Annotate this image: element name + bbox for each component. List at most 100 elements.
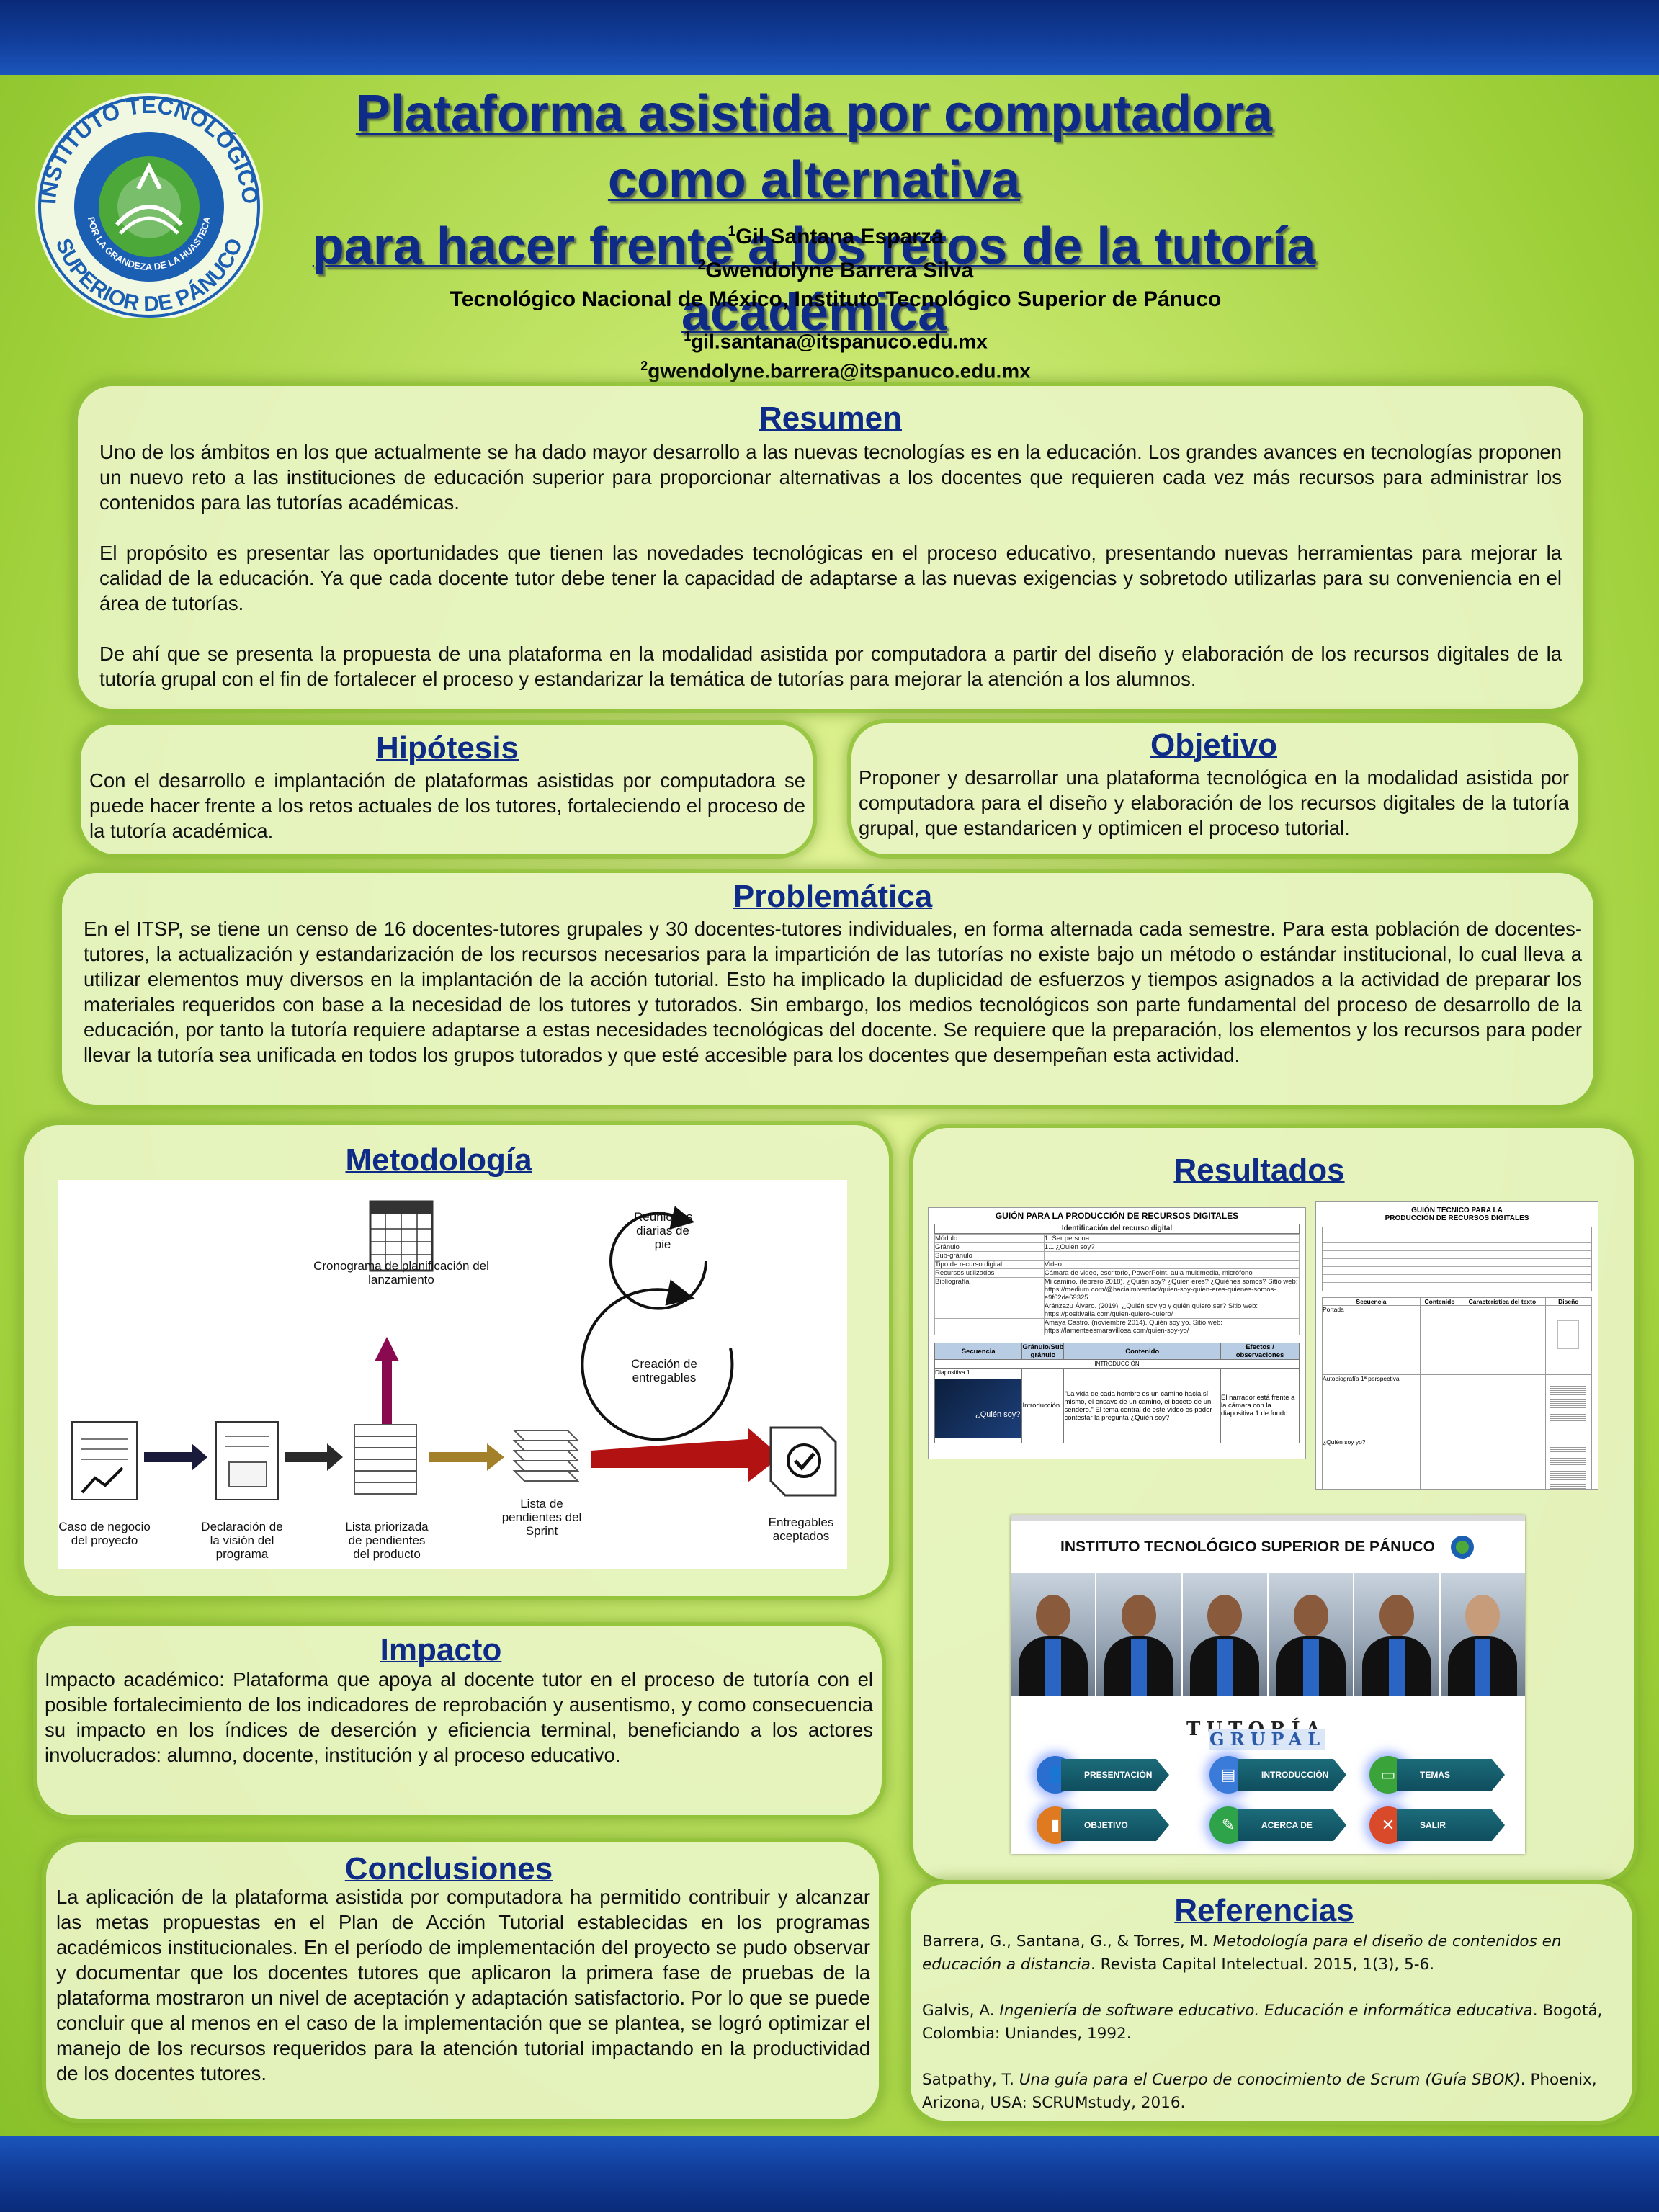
impacto-heading: Impacto: [380, 1632, 502, 1667]
hipotesis-heading: Hipótesis: [375, 730, 519, 766]
doc1-row: Amaya Castro. (noviembre 2014). Quién so…: [934, 1318, 1300, 1335]
problematica-panel: Problemática En el ITSP, se tiene un cen…: [62, 873, 1593, 1105]
title-line-1: Plataforma asistida por computadora como…: [355, 85, 1273, 209]
email-2: 2gwendolyne.barrera@itspanuco.edu.mx: [640, 359, 1031, 382]
site-logo-icon: [1450, 1536, 1474, 1559]
label-cronograma: Cronograma de planificación del lanzamie…: [313, 1259, 489, 1286]
menu-acerca-button[interactable]: ACERCA DE: [1238, 1809, 1346, 1841]
graduate-photo: [1011, 1573, 1097, 1696]
doc1-header-efectos: Efectos / observaciones: [1220, 1343, 1300, 1360]
label-creacion: Creación de entregables: [631, 1357, 697, 1384]
slide-thumbnail: ¿Quién soy?: [935, 1379, 1022, 1438]
guion-document-2: GUIÓN TÉCNICO PARA LA PRODUCCIÓN DE RECU…: [1315, 1201, 1598, 1490]
doc1-header-contenido: Contenido: [1063, 1343, 1222, 1360]
doc1-row-value: [1043, 1251, 1300, 1261]
site-header-title: INSTITUTO TECNOLÓGICO SUPERIOR DE PÁNUCO: [1060, 1539, 1435, 1555]
doc1-row-label: Gránulo: [934, 1242, 1045, 1252]
sprint-backlog-icon: [512, 1430, 580, 1482]
label-lista-priorizada: Lista priorizada de pendientes del produ…: [345, 1520, 429, 1561]
bottom-banner: [0, 2136, 1659, 2212]
doc1-title: GUIÓN PARA LA PRODUCCIÓN DE RECURSOS DIG…: [995, 1211, 1239, 1221]
graduates-photo-strip: [1011, 1573, 1525, 1696]
doc1-row-value: Amaya Castro. (noviembre 2014). Quién so…: [1043, 1318, 1300, 1335]
doc1-row-label: [934, 1318, 1045, 1335]
menu-salir-button[interactable]: SALIR: [1397, 1809, 1505, 1841]
doc1-header-secuencia: Secuencia: [934, 1343, 1023, 1360]
doc2-meta-table: [1322, 1227, 1592, 1291]
calendar-icon: [369, 1200, 434, 1272]
email-1: 1gil.santana@itspanuco.edu.mx: [684, 329, 988, 353]
doc1-subtitle: Identificación del recurso digital: [934, 1224, 1300, 1234]
gold-arrow-icon: [429, 1443, 504, 1471]
poster-title: Plataforma asistida por computadora como…: [288, 81, 1340, 346]
problematica-text: En el ITSP, se tiene un censo de 16 doce…: [84, 918, 1582, 1066]
resultados-heading: Resultados: [1173, 1152, 1345, 1188]
doc1-row-value: 1.1 ¿Quién soy?: [1043, 1242, 1300, 1252]
hipotesis-text: Con el desarrollo e implantación de plat…: [89, 769, 805, 842]
institution: Tecnológico Nacional de México, Institut…: [450, 287, 1222, 311]
doc1-row: Aránzazu Álvaro. (2019). ¿Quién soy yo y…: [934, 1302, 1300, 1319]
doc2-row-quien-soy: ¿Quién soy yo?: [1322, 1438, 1421, 1489]
doc1-row-label: Bibliografía: [934, 1277, 1045, 1302]
conclusiones-heading: Conclusiones: [344, 1851, 553, 1886]
graduate-photo: [1268, 1573, 1355, 1696]
hipotesis-panel: Hipótesis Con el desarrollo e implantaci…: [81, 725, 813, 854]
doc1-row-value: 1. Ser persona: [1043, 1234, 1300, 1243]
doc1-col-contenido: "La vida de cada hombre es un camino hac…: [1063, 1368, 1222, 1443]
doc2-sequence-table: Secuencia Contenido Característica del t…: [1322, 1297, 1593, 1489]
red-arrow-icon: [591, 1428, 781, 1482]
site-header: INSTITUTO TECNOLÓGICO SUPERIOR DE PÁNUCO: [1011, 1515, 1525, 1573]
metodologia-heading: Metodología: [345, 1142, 532, 1178]
doc2-row-autobiografia: Autobiografía 1ª perspectiva: [1322, 1374, 1421, 1438]
institute-logo: INSTITUTO TECNOLÓGICO SUPERIOR DE PÁNUCO…: [35, 93, 263, 318]
grupal-word: GRUPAL: [1209, 1729, 1326, 1750]
objetivo-panel: Objetivo Proponer y desarrollar una plat…: [851, 723, 1578, 854]
doc1-col-granulo: Introducción: [1021, 1368, 1065, 1443]
impacto-text: Impacto académico: Plataforma que apoya …: [45, 1668, 873, 1766]
vision-doc-icon: [215, 1421, 279, 1500]
sprint-cycle-icon: [581, 1279, 734, 1441]
doc1-header-granulo: Gránulo/Sub gránulo: [1021, 1343, 1065, 1360]
product-backlog-icon: [354, 1424, 417, 1495]
doc1-slide-label: Diapositiva 1: [935, 1369, 970, 1376]
resumen-heading: Resumen: [759, 400, 903, 436]
graduate-photo: [1096, 1573, 1183, 1696]
objetivo-heading: Objetivo: [1150, 727, 1278, 763]
doc1-row-label: [934, 1302, 1045, 1319]
graduate-photo: [1354, 1573, 1441, 1696]
up-arrow-icon: [375, 1337, 399, 1425]
guion-document-1: GUIÓN PARA LA PRODUCCIÓN DE RECURSOS DIG…: [928, 1207, 1306, 1459]
resumen-paragraph-3: De ahí que se presenta la propuesta de u…: [99, 642, 1562, 690]
menu-presentacion-button[interactable]: PRESENTACIÓN: [1061, 1759, 1169, 1791]
reference-2: Galvis, A. Ingeniería de software educat…: [922, 2002, 1603, 2043]
doc1-row-value: Mi camino. (febrero 2018). ¿Quién soy? ¿…: [1043, 1277, 1300, 1302]
menu-objetivo-button[interactable]: OBJETIVO: [1061, 1809, 1169, 1841]
doc1-sequence-table: Secuencia Gránulo/Sub gránulo Contenido …: [934, 1343, 1300, 1443]
doc1-row-value: Video: [1043, 1260, 1300, 1269]
daily-cycle-icon: [609, 1206, 708, 1310]
doc1-row-value: Aránzazu Álvaro. (2019). ¿Quién soy yo y…: [1043, 1302, 1300, 1319]
doc1-row-label: Tipo de recurso digital: [934, 1260, 1045, 1269]
graduate-photo: [1182, 1573, 1269, 1696]
label-caso: Caso de negocio del proyecto: [58, 1520, 151, 1547]
doc1-col-efectos: El narrador está frente a la cámara con …: [1220, 1368, 1300, 1443]
doc1-row: Sub-gránulo: [934, 1251, 1300, 1261]
menu-temas-button[interactable]: TEMAS: [1397, 1759, 1505, 1791]
objetivo-text: Proponer y desarrollar una plataforma te…: [859, 766, 1569, 839]
impacto-panel: Impacto Impacto académico: Plataforma qu…: [37, 1626, 882, 1815]
author-1: 1Gil Santana Esparza: [728, 224, 944, 248]
accepted-deliverables-icon: [769, 1426, 837, 1497]
label-reuniones: Reuniones diarias de pie: [634, 1210, 693, 1251]
doc2-title-1: GUIÓN TÉCNICO PARA LA: [1411, 1206, 1503, 1214]
doc2-title-2: PRODUCCIÓN DE RECURSOS DIGITALES: [1385, 1214, 1529, 1222]
reference-1: Barrera, G., Santana, G., & Torres, M. M…: [922, 1933, 1562, 1974]
menu-introduccion-button[interactable]: INTRODUCCIÓN: [1238, 1759, 1346, 1791]
references-list: Barrera, G., Santana, G., & Torres, M. M…: [922, 1930, 1621, 2115]
authors-block: 1Gil Santana Esparza 2Gwendolyne Barrera…: [288, 218, 1383, 384]
conclusiones-text: La aplicación de la plataforma asistida …: [56, 1886, 870, 2085]
